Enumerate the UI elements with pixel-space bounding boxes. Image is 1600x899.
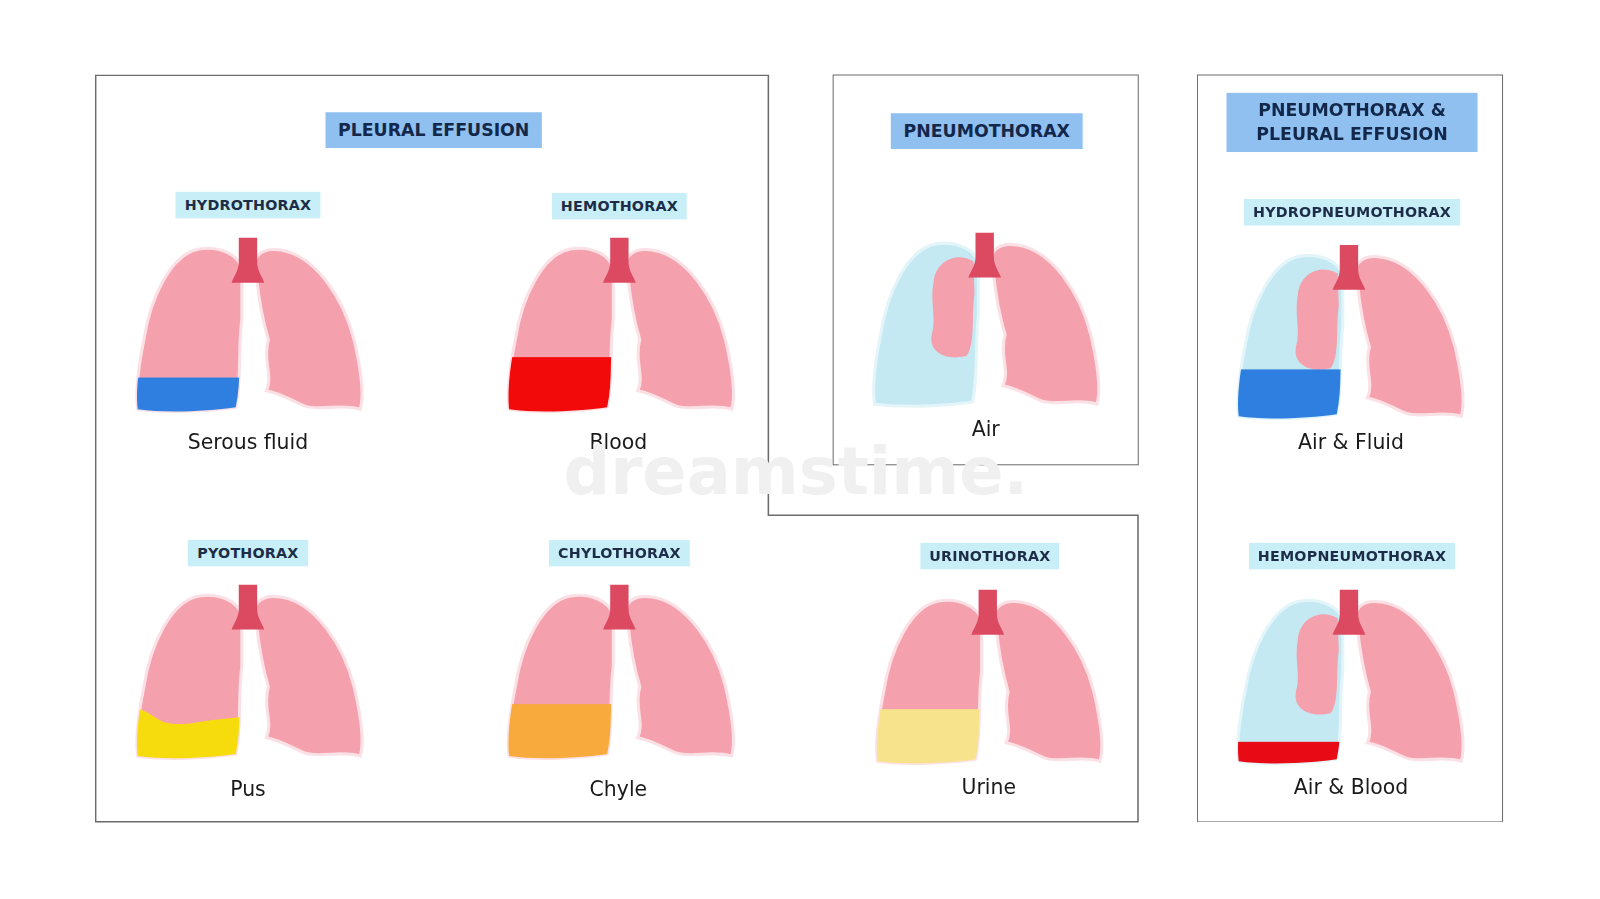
panel-title: PNEUMOTHORAX bbox=[891, 113, 1082, 149]
badge-text: HYDROTHORAX bbox=[185, 197, 311, 213]
panel-frame: PNEUMOTHORAX bbox=[833, 74, 1139, 465]
fluid-caption: Urine bbox=[962, 774, 1016, 798]
fluid-caption: Air & Blood bbox=[1294, 774, 1409, 798]
type-badge: PYOTHORAX bbox=[188, 540, 308, 567]
watermark: dreamstime. bbox=[563, 434, 1028, 510]
type-badge: URINOTHORAX bbox=[920, 543, 1060, 570]
badge-text: HEMOPNEUMOTHORAX bbox=[1258, 548, 1446, 564]
type-badge: HEMOTHORAX bbox=[552, 193, 687, 220]
badge-text: URINOTHORAX bbox=[929, 548, 1050, 564]
fluid-caption: Chyle bbox=[590, 777, 647, 801]
type-badge: CHYLOTHORAX bbox=[549, 540, 690, 567]
type-badge: HYDROPNEUMOTHORAX bbox=[1244, 199, 1460, 226]
badge-text: CHYLOTHORAX bbox=[558, 545, 681, 561]
fluid-caption: Air & Fluid bbox=[1298, 430, 1404, 454]
panel-title: PLEURAL EFFUSION bbox=[326, 112, 542, 148]
fluid-caption: Pus bbox=[230, 777, 266, 801]
type-badge: HEMOPNEUMOTHORAX bbox=[1249, 543, 1456, 570]
fluid-caption: Serous fluid bbox=[188, 430, 308, 454]
badge-text: HEMOTHORAX bbox=[561, 198, 678, 214]
panel-title: PNEUMOTHORAX & PLEURAL EFFUSION bbox=[1227, 93, 1478, 152]
badge-text: HYDROPNEUMOTHORAX bbox=[1253, 204, 1451, 220]
type-badge: HYDROTHORAX bbox=[176, 192, 321, 219]
badge-text: PYOTHORAX bbox=[197, 545, 298, 561]
